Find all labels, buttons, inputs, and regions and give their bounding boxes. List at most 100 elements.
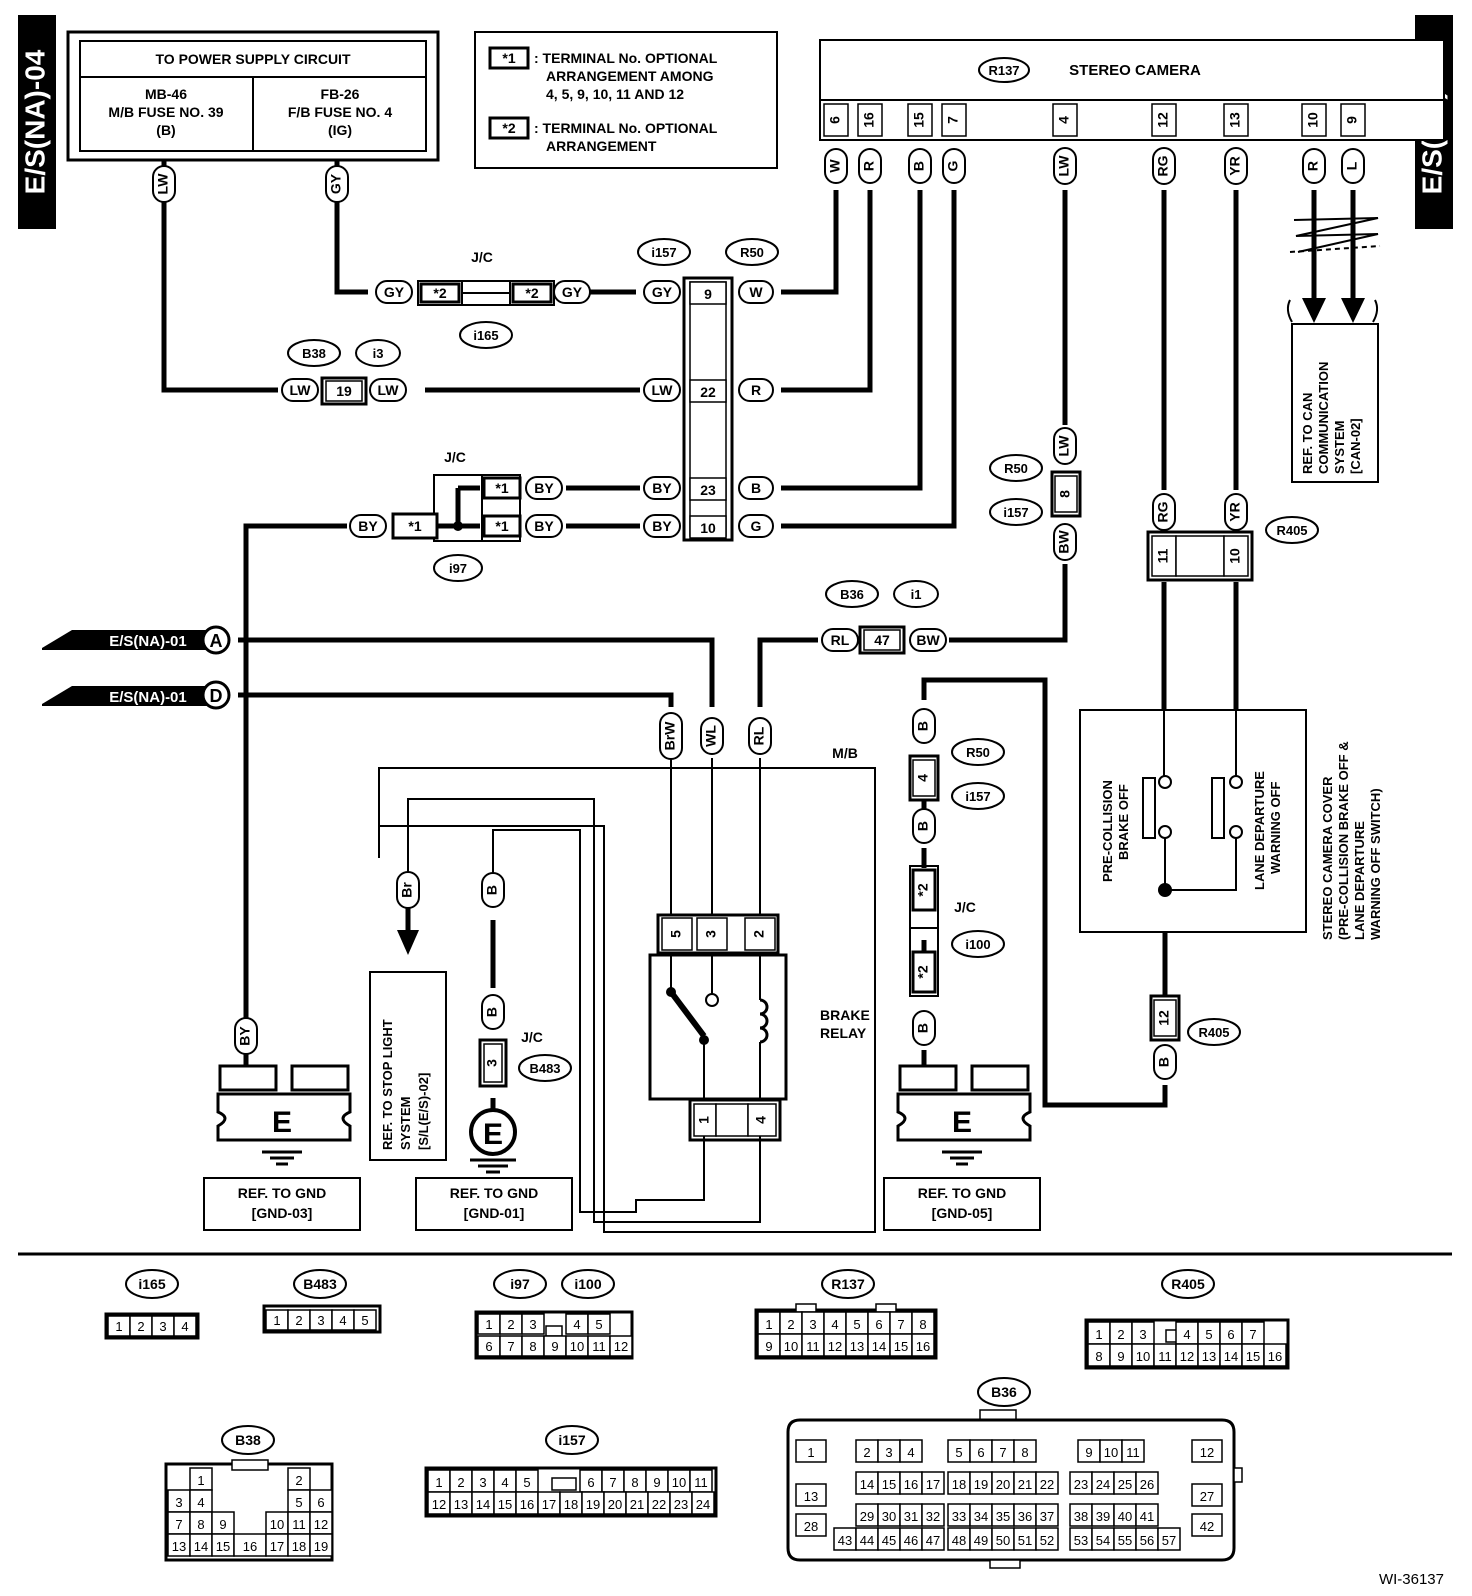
svg-text:18: 18 bbox=[564, 1497, 578, 1512]
svg-text:[GND-05]: [GND-05] bbox=[932, 1205, 993, 1221]
svg-text:B483: B483 bbox=[303, 1276, 337, 1292]
svg-text:19: 19 bbox=[974, 1477, 988, 1492]
svg-text:STEREO CAMERA COVER: STEREO CAMERA COVER bbox=[1320, 776, 1335, 940]
svg-text:25: 25 bbox=[1118, 1477, 1132, 1492]
connector-b36-i1: 47 B36 i1 bbox=[825, 580, 939, 655]
svg-text:MB-46: MB-46 bbox=[145, 86, 187, 102]
wire-b-b483: B bbox=[481, 994, 505, 1030]
svg-text:LW: LW bbox=[378, 382, 400, 398]
svg-text:*2: *2 bbox=[915, 965, 931, 978]
svg-text:14: 14 bbox=[476, 1497, 490, 1512]
svg-text:7: 7 bbox=[175, 1517, 182, 1532]
svg-text:15: 15 bbox=[498, 1497, 512, 1512]
svg-text:18: 18 bbox=[952, 1477, 966, 1492]
svg-text:23: 23 bbox=[674, 1497, 688, 1512]
svg-text:10: 10 bbox=[1136, 1349, 1150, 1364]
svg-text:RL: RL bbox=[751, 726, 767, 745]
svg-text:1: 1 bbox=[115, 1319, 122, 1334]
svg-text:(IG): (IG) bbox=[328, 122, 352, 138]
svg-text:39: 39 bbox=[1096, 1509, 1110, 1524]
svg-text:M/B: M/B bbox=[832, 745, 858, 761]
svg-text:WL: WL bbox=[703, 725, 719, 747]
svg-text:5: 5 bbox=[523, 1475, 530, 1490]
svg-text:W: W bbox=[749, 284, 763, 300]
svg-text:32: 32 bbox=[926, 1509, 940, 1524]
svg-text:12: 12 bbox=[314, 1517, 328, 1532]
wire-by-i157-10: BY bbox=[643, 514, 681, 538]
svg-text:BY: BY bbox=[534, 480, 554, 496]
svg-text:22: 22 bbox=[700, 384, 716, 400]
wire-gy-fb26: GY bbox=[325, 165, 349, 203]
svg-text:R50: R50 bbox=[740, 245, 764, 260]
svg-text:3: 3 bbox=[885, 1445, 892, 1460]
svg-text:4, 5, 9, 10, 11 AND 12: 4, 5, 9, 10, 11 AND 12 bbox=[546, 86, 684, 102]
svg-text:SYSTEM: SYSTEM bbox=[1332, 421, 1347, 474]
svg-text:4: 4 bbox=[831, 1317, 838, 1332]
ground-block-gnd03: E bbox=[216, 1050, 352, 1166]
ground-block-gnd05: E bbox=[896, 1050, 1032, 1166]
svg-text:PRE-COLLISION: PRE-COLLISION bbox=[1100, 780, 1115, 882]
svg-text:51: 51 bbox=[1018, 1533, 1032, 1548]
svg-text:E: E bbox=[483, 1118, 503, 1151]
side-tag-left: E/S(NA)-04 bbox=[18, 15, 56, 229]
svg-text:4: 4 bbox=[753, 1116, 769, 1124]
svg-text:22: 22 bbox=[652, 1497, 666, 1512]
svg-text:46: 46 bbox=[904, 1533, 918, 1548]
svg-text:34: 34 bbox=[974, 1509, 988, 1524]
svg-text:REF. TO GND: REF. TO GND bbox=[238, 1185, 326, 1201]
svg-text:8: 8 bbox=[529, 1339, 536, 1354]
svg-text:i157: i157 bbox=[1003, 505, 1028, 520]
svg-text:52: 52 bbox=[1040, 1533, 1054, 1548]
svg-text:R137: R137 bbox=[988, 63, 1019, 78]
svg-text:LW: LW bbox=[1056, 155, 1072, 177]
svg-text:20: 20 bbox=[608, 1497, 622, 1512]
svg-text:4: 4 bbox=[501, 1475, 508, 1490]
svg-text:3: 3 bbox=[529, 1317, 536, 1332]
svg-text:BRAKE: BRAKE bbox=[820, 1007, 870, 1023]
svg-text:31: 31 bbox=[904, 1509, 918, 1524]
svg-text:13: 13 bbox=[1202, 1349, 1216, 1364]
svg-text:R50: R50 bbox=[966, 745, 990, 760]
svg-text:R405: R405 bbox=[1198, 1025, 1229, 1040]
camera-wire-10: R bbox=[1302, 148, 1326, 184]
svg-text:12: 12 bbox=[1180, 1349, 1194, 1364]
svg-text:12: 12 bbox=[1155, 112, 1171, 128]
svg-text:13: 13 bbox=[172, 1539, 186, 1554]
wire-yr-r405-10: YR bbox=[1224, 493, 1248, 531]
svg-text:J/C: J/C bbox=[954, 899, 976, 915]
svg-text:B38: B38 bbox=[302, 346, 326, 361]
wire-brw-mb: BrW bbox=[659, 712, 683, 760]
svg-text:4: 4 bbox=[915, 774, 931, 782]
svg-text:COMMUNICATION: COMMUNICATION bbox=[1316, 362, 1331, 474]
junction-i165: J/C *2 *2 i165 bbox=[417, 249, 555, 349]
camera-wire-4: LW bbox=[1053, 147, 1077, 185]
wire-lw-i3: LW bbox=[369, 378, 407, 402]
svg-text:GY: GY bbox=[328, 173, 344, 194]
svg-text:3: 3 bbox=[1139, 1327, 1146, 1342]
svg-text:[GND-03]: [GND-03] bbox=[252, 1205, 313, 1221]
svg-text:ARRANGEMENT: ARRANGEMENT bbox=[546, 138, 657, 154]
wire-b-gnd05: B bbox=[912, 1010, 936, 1046]
svg-text:16: 16 bbox=[861, 112, 877, 128]
wire-by-i157-23: BY bbox=[643, 476, 681, 500]
svg-text:*1: *1 bbox=[495, 480, 508, 496]
svg-text:9: 9 bbox=[1085, 1445, 1092, 1460]
svg-text:R50: R50 bbox=[1004, 461, 1028, 476]
svg-text:B38: B38 bbox=[235, 1432, 261, 1448]
camera-pin-6: 6 bbox=[823, 103, 849, 137]
svg-text:1: 1 bbox=[765, 1317, 772, 1332]
svg-text:B: B bbox=[911, 161, 927, 171]
svg-text:33: 33 bbox=[952, 1509, 966, 1524]
svg-text:7: 7 bbox=[945, 116, 961, 124]
svg-text:23: 23 bbox=[1074, 1477, 1088, 1492]
svg-text:24: 24 bbox=[696, 1497, 710, 1512]
svg-text:12: 12 bbox=[614, 1339, 628, 1354]
svg-text:1: 1 bbox=[1095, 1327, 1102, 1342]
svg-text:*2: *2 bbox=[915, 883, 931, 896]
svg-text:5: 5 bbox=[668, 930, 684, 938]
can-break-marks bbox=[1286, 217, 1381, 323]
svg-text:13: 13 bbox=[1227, 112, 1243, 128]
